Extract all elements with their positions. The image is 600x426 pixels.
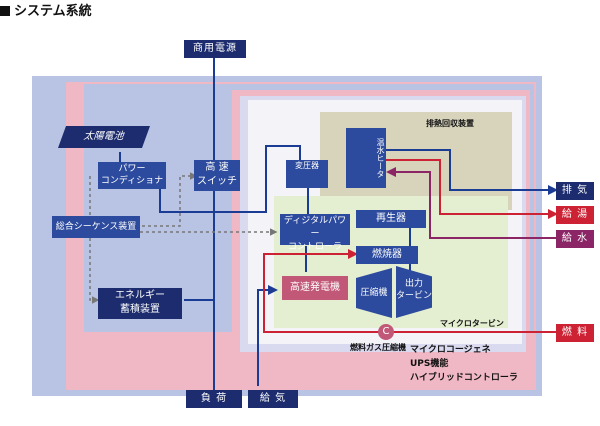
label-micro-cogeneration: マイクロコージェネ xyxy=(410,345,491,355)
tag-exhaust: 排 気 xyxy=(556,182,594,200)
tag-load: 負 荷 xyxy=(186,390,242,408)
tag-hot-water: 給 湯 xyxy=(556,206,594,224)
tag-commercial-power: 商用電源 xyxy=(184,40,246,58)
section-title-text: システム系統 xyxy=(14,4,92,19)
control-dotted-3 xyxy=(136,172,198,227)
label-fuel-gas-compressor: 燃料ガス圧縮機 xyxy=(350,343,406,352)
block-regenerator: 再生器 xyxy=(356,210,426,228)
water-supply-line xyxy=(386,167,556,239)
block-high-speed-generator: 高速発電機 xyxy=(282,276,348,300)
label-heat-recovery: 排熱回収装置 xyxy=(426,119,474,128)
tag-air-supply: 給 気 xyxy=(248,390,298,408)
label-ups: UPS機能 xyxy=(410,359,449,369)
block-integrated-sequencer: 総合シーケンス装置 xyxy=(52,216,140,238)
fuel-gas-compressor-icon: C xyxy=(378,324,394,340)
block-combustor: 燃焼器 xyxy=(356,246,418,264)
square-bullet-icon xyxy=(0,6,10,16)
block-digital-controller: ディジタルパワー コントローラ xyxy=(280,214,350,252)
hot-water-line xyxy=(380,159,558,219)
block-heat-exchanger: 温水ヒータ xyxy=(346,128,386,188)
air-supply-line xyxy=(257,285,278,386)
tag-fuel: 燃 料 xyxy=(556,324,594,342)
control-dotted-2 xyxy=(89,226,100,304)
fuel-line xyxy=(263,249,556,333)
block-solar: 太陽電池 xyxy=(57,126,151,148)
section-title: システム系統 xyxy=(0,0,600,19)
pcs-switch-link xyxy=(159,178,214,213)
tag-water-supply: 給 水 xyxy=(556,230,594,248)
block-fast-switch: 高 速 スイッチ xyxy=(194,160,240,191)
block-energy-storage: エネルギー 蓄積装置 xyxy=(98,288,182,319)
switch-transformer-link xyxy=(214,145,301,213)
block-transformer: 変圧器 xyxy=(286,160,328,188)
block-compressor: 圧縮機 xyxy=(356,268,392,318)
block-power-conditioner: パワー コンディショナ xyxy=(98,162,166,189)
label-micro-turbine: マイクロタービン xyxy=(440,319,504,328)
label-hybrid-controller: ハイブリッドコントローラ xyxy=(410,373,518,383)
exhaust-line xyxy=(380,149,558,195)
